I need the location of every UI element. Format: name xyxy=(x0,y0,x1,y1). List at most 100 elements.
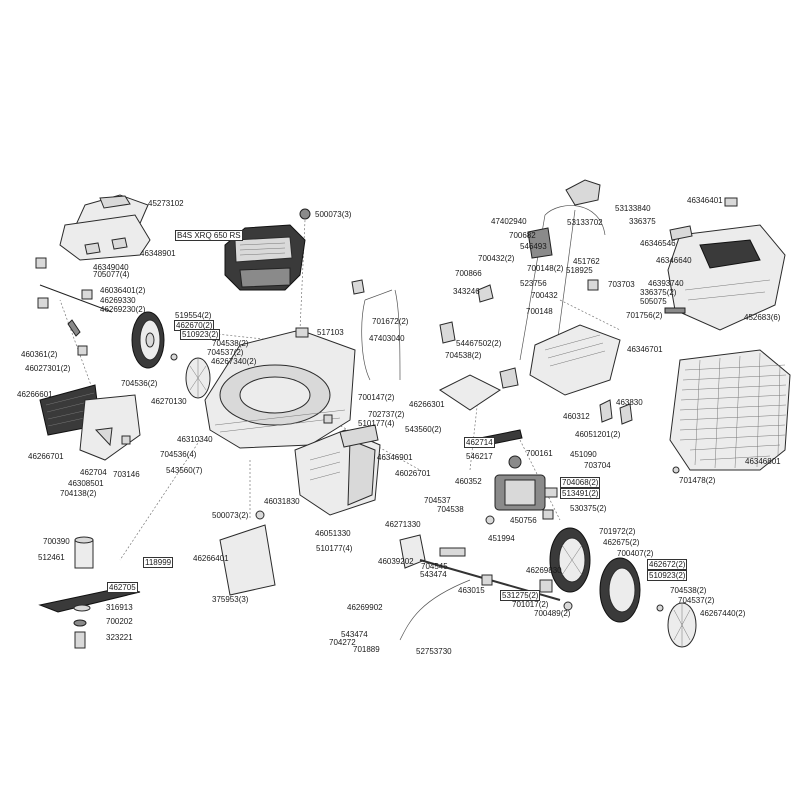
part-number: 46051330 xyxy=(315,529,351,538)
part-number: 316913 xyxy=(106,603,133,612)
nut-part xyxy=(77,345,88,356)
part-number: 46346701 xyxy=(627,345,663,354)
part-number: 704068(2) xyxy=(560,477,601,488)
engine-part xyxy=(224,224,306,291)
part-number: 700390 xyxy=(43,537,70,546)
bag-handle-part xyxy=(669,225,693,241)
part-number: 46051201(2) xyxy=(575,430,621,439)
part-number: 46308501 xyxy=(68,479,104,488)
chute-cover-part xyxy=(339,424,379,448)
part-number: 512461 xyxy=(38,553,65,562)
part-number: 700147(2) xyxy=(358,393,395,402)
washer-part xyxy=(170,353,178,361)
front-hubcap-part xyxy=(667,602,697,648)
gear-bushing-part-2 xyxy=(544,487,558,498)
rear-hubcap-part xyxy=(185,357,211,399)
part-number: 530375(2) xyxy=(570,504,607,513)
front-wheel-part xyxy=(549,527,591,593)
part-number: 46266301 xyxy=(409,400,445,409)
part-number: 46346640 xyxy=(656,256,692,265)
bag-strap-part xyxy=(664,307,686,314)
part-number: 451762 xyxy=(573,257,600,266)
part-number: 336375(2) xyxy=(640,288,677,297)
part-number: 517103 xyxy=(317,328,344,337)
part-number: 518925 xyxy=(566,266,593,275)
handle-clip-part xyxy=(351,279,365,295)
height-rod-part xyxy=(39,284,113,313)
rear-cover-part xyxy=(529,324,621,396)
bag-clip-part xyxy=(724,197,738,207)
part-number: 700432 xyxy=(531,291,558,300)
part-number: 46346801 xyxy=(745,457,781,466)
front-wheel-part-2 xyxy=(599,557,641,623)
part-number: 704272 xyxy=(329,638,356,647)
gearbox-part xyxy=(494,474,546,511)
cable-holder-part xyxy=(439,547,466,557)
part-number: 46271330 xyxy=(385,520,421,529)
part-number: 510177(4) xyxy=(316,544,353,553)
part-number: 704538(2) xyxy=(670,586,707,595)
rear-guard-part xyxy=(79,394,141,461)
part-number: 46266401 xyxy=(193,554,229,563)
part-number: 460361(2) xyxy=(21,350,58,359)
part-number: 704538(2) xyxy=(445,351,482,360)
pin-part xyxy=(121,435,131,445)
part-number: 375953(3) xyxy=(212,595,249,604)
part-number: 46269230(2) xyxy=(100,305,146,314)
part-number: 701756(2) xyxy=(626,311,663,320)
axle-bearing-part xyxy=(539,579,553,593)
chute-pin-part xyxy=(323,414,333,424)
part-number: 704537(2) xyxy=(207,348,244,357)
spring-part-2 xyxy=(485,515,495,525)
part-number: 701972(2) xyxy=(599,527,636,536)
part-number: 703704 xyxy=(584,461,611,470)
part-number: 510177(4) xyxy=(358,419,395,428)
bail-bar-part xyxy=(565,179,601,206)
part-number: 46346546 xyxy=(640,239,676,248)
part-number: 46349040 xyxy=(93,263,129,272)
bag-frame-part xyxy=(667,224,786,331)
part-number: 700148 xyxy=(526,307,553,316)
part-number: 118999 xyxy=(143,557,174,568)
part-number: 46266601 xyxy=(17,390,53,399)
part-number: 704538 xyxy=(437,505,464,514)
part-number: 46267440(2) xyxy=(700,609,746,618)
part-number: 510923(2) xyxy=(180,329,221,340)
catch-part xyxy=(599,399,613,423)
catch-part-2 xyxy=(619,403,633,425)
part-number: 700202 xyxy=(106,617,133,626)
part-number: 703146 xyxy=(113,470,140,479)
part-number: 704536(4) xyxy=(160,450,197,459)
part-number: 704537(2) xyxy=(678,596,715,605)
part-number: 46267340(2) xyxy=(211,357,257,366)
part-number: 46346901 xyxy=(377,453,413,462)
clip-part-2 xyxy=(37,297,49,309)
part-number: 523756 xyxy=(520,279,547,288)
part-number: 500073(3) xyxy=(315,210,352,219)
part-number: 519554(2) xyxy=(175,311,212,320)
part-number: 705077(4) xyxy=(93,270,130,279)
part-number: 46026701 xyxy=(395,469,431,478)
bracket-part-2 xyxy=(499,367,519,389)
axle-clip-part xyxy=(481,574,493,586)
part-number: 46031830 xyxy=(264,497,300,506)
part-number: 450756 xyxy=(510,516,537,525)
part-number: 462714 xyxy=(464,437,495,448)
part-number: 701889 xyxy=(353,645,380,654)
part-number: 463830 xyxy=(616,398,643,407)
part-number: 336375 xyxy=(629,217,656,226)
part-number: 343246 xyxy=(453,287,480,296)
wheel-washer-part xyxy=(656,604,664,612)
part-number: 704538(2) xyxy=(212,339,249,348)
part-number: 700148(2) xyxy=(527,264,564,273)
part-number: 46393740 xyxy=(648,279,684,288)
part-number: 701017(2) xyxy=(512,600,549,609)
blade-part xyxy=(38,587,141,613)
part-number: 513491(2) xyxy=(560,488,601,499)
part-number: 462705 xyxy=(107,582,138,593)
part-number: 703703 xyxy=(608,280,635,289)
part-number: 46269830 xyxy=(526,566,562,575)
part-number: 53133840 xyxy=(615,204,651,213)
part-number: 700489(2) xyxy=(534,609,571,618)
part-number: 54467502(2) xyxy=(456,339,502,348)
